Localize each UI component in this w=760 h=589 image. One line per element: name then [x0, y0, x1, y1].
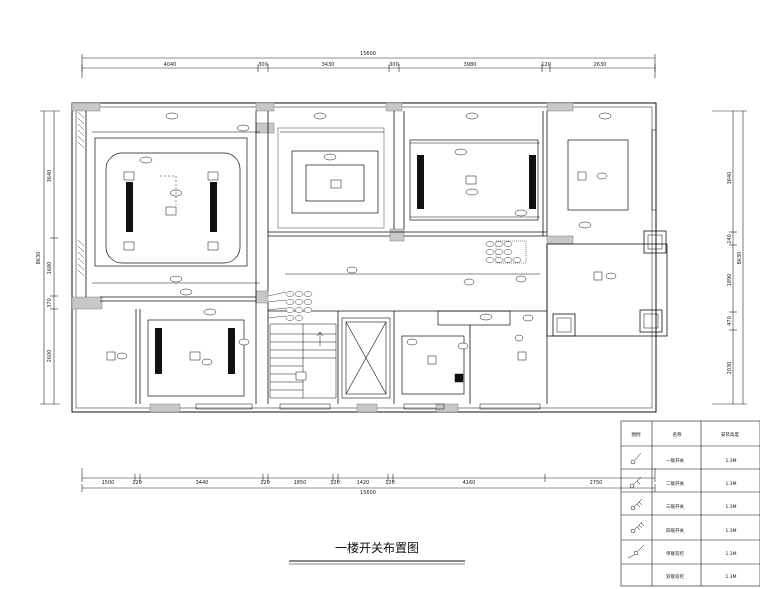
staircase [269, 323, 337, 399]
elevator-shaft [341, 317, 391, 399]
switch-cluster-stair [285, 291, 313, 321]
top-dimension-line [81, 54, 656, 78]
bottom-dim-1: 1500 [102, 480, 115, 486]
circuit-tags-room-3 [454, 112, 592, 229]
left-dimension-line [40, 110, 60, 405]
fixtures-room-8 [514, 334, 527, 361]
bottom-dim-9: 4160 [463, 480, 476, 486]
right-dim-1: 3640 [727, 172, 733, 185]
drawing-title: 一楼开关布置图 [335, 540, 419, 555]
legend-row-6-height: 1.3M [725, 574, 736, 580]
linear-light-room-3 [417, 155, 536, 209]
top-dim-5: 3980 [464, 62, 477, 68]
right-total-dimension: 8630 [737, 252, 743, 265]
wiring-to-stair [267, 291, 287, 319]
wiring-room-1 [92, 131, 260, 284]
bottom-dim-3: 3440 [196, 480, 209, 486]
bottom-dimension-line [81, 468, 656, 492]
left-dim-1: 3640 [47, 170, 53, 183]
left-dim-3: 370 [47, 298, 53, 308]
title-underline [289, 560, 465, 565]
circuit-tags-room-6 [201, 308, 250, 366]
fixtures-room-5 [106, 351, 128, 361]
legend-row-4-name: 四联开关 [666, 527, 684, 534]
left-dim-4: 2600 [47, 350, 53, 363]
wiring-room-3 [410, 142, 540, 218]
top-dim-4: 300 [389, 62, 399, 68]
linear-light-room-1 [123, 171, 219, 251]
right-dimension-line [712, 110, 747, 405]
legend-header-height: 安装高度 [721, 431, 739, 438]
top-total-dimension: 15600 [360, 51, 376, 57]
structural-columns [71, 102, 574, 413]
legend-row-1-height: 1.3M [725, 458, 736, 464]
legend-header-symbol: 图例 [632, 431, 641, 438]
ceiling-room-4 [567, 139, 629, 211]
corridor-fixtures [346, 240, 527, 286]
ceiling-room-3 [409, 139, 539, 221]
ceiling-room-2 [277, 127, 385, 229]
left-dim-2: 1680 [47, 262, 53, 275]
legend-row-6-name: 双联双控 [666, 573, 684, 580]
legend-switch-symbols [627, 452, 645, 559]
fixtures-room-4 [577, 112, 612, 181]
legend-row-2-name: 二联开关 [666, 480, 684, 487]
switch-cluster-corridor [485, 241, 522, 263]
legend-header-name: 名称 [673, 431, 682, 438]
bottom-dim-4: 120 [260, 480, 270, 486]
bottom-dim-10: 2750 [590, 480, 603, 486]
bottom-dim-8: 120 [385, 480, 395, 486]
right-dim-4: 470 [727, 316, 733, 326]
legend-row-4-height: 1.3M [725, 528, 736, 534]
legend-row-5-name: 单联双控 [666, 550, 684, 557]
bottom-dim-6: 120 [330, 480, 340, 486]
legend-table [620, 420, 760, 587]
top-dim-7: 2630 [594, 62, 607, 68]
top-dim-2: 300 [258, 62, 268, 68]
bottom-dim-5: 1850 [294, 480, 307, 486]
circuit-tags-room-1 [139, 112, 193, 296]
right-dim-2: 240 [727, 234, 733, 244]
windows [195, 129, 657, 410]
legend-row-1-name: 一联开关 [666, 457, 684, 464]
fixtures-room-7 [406, 313, 534, 383]
top-dim-6: 120 [541, 62, 551, 68]
right-dim-5: 2030 [727, 362, 733, 375]
bottom-dim-2: 120 [132, 480, 142, 486]
top-dim-3: 3430 [322, 62, 335, 68]
ceiling-room-6 [147, 319, 245, 397]
legend-row-2-height: 1.3M [725, 481, 736, 487]
left-total-dimension: 8630 [36, 252, 42, 265]
linear-light-room-6 [155, 328, 235, 374]
top-dim-1: 4040 [164, 62, 177, 68]
wall-hatch [77, 111, 85, 277]
legend-row-3-name: 三联开关 [666, 503, 684, 510]
bottom-dim-7: 1420 [357, 480, 370, 486]
bottom-total-dimension: 15600 [360, 490, 376, 496]
ceiling-room-7 [401, 310, 511, 395]
right-dim-3: 1890 [727, 274, 733, 287]
ceiling-room-1 [94, 137, 248, 267]
fixtures-room-2 [236, 112, 342, 189]
legend-row-5-height: 1.3M [725, 551, 736, 557]
fixtures-annex [593, 271, 617, 281]
right-annex [546, 111, 668, 337]
legend-row-3-height: 1.3M [725, 504, 736, 510]
